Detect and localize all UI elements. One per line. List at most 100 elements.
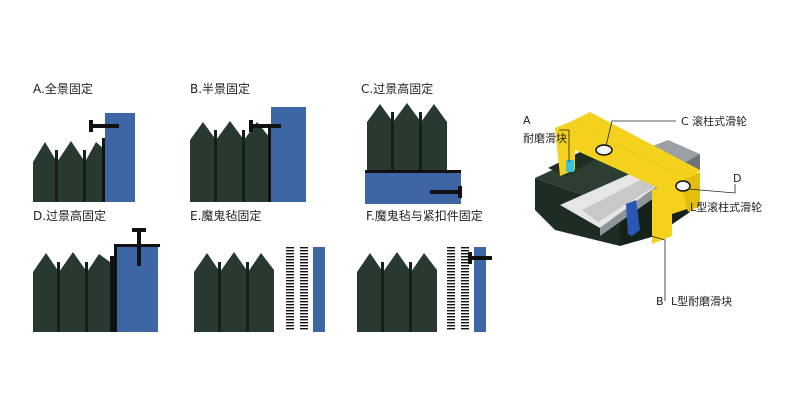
velcro-tooth [447, 286, 455, 288]
velcro-tooth [300, 310, 308, 312]
callout-b-text: L型耐磨滑块 [671, 294, 732, 308]
velcro-tooth [461, 322, 469, 324]
velcro-tooth [286, 259, 294, 261]
velcro-tooth [300, 268, 308, 270]
velcro-tooth [461, 250, 469, 252]
velcro-tooth [286, 283, 294, 285]
panel-e-label: E.魔鬼毡固定 [190, 208, 261, 223]
velcro-tooth [461, 313, 469, 315]
velcro-tooth [461, 298, 469, 300]
panel-f-blue-mount [474, 247, 486, 332]
velcro-tooth [447, 316, 455, 318]
velcro-tooth [447, 328, 455, 330]
velcro-tooth [447, 259, 455, 261]
velcro-tooth [286, 271, 294, 273]
velcro-tooth [447, 325, 455, 327]
velcro-tooth [447, 295, 455, 297]
panel-d-pleats [33, 252, 114, 332]
velcro-tooth [461, 265, 469, 267]
panel-f-loop-strip [461, 247, 469, 330]
velcro-tooth [286, 277, 294, 279]
velcro-tooth [286, 295, 294, 297]
panel-b-pleats [190, 121, 271, 202]
velcro-tooth [286, 304, 294, 306]
panel-e-hook-strip [286, 247, 294, 330]
velcro-tooth [447, 304, 455, 306]
velcro-tooth [447, 289, 455, 291]
velcro-tooth [300, 265, 308, 267]
callout-a-text: 耐磨滑块 [523, 132, 567, 145]
callout-c-text: C 滚柱式滑轮 [681, 114, 747, 128]
velcro-tooth [286, 250, 294, 252]
velcro-tooth [300, 307, 308, 309]
velcro-tooth [447, 268, 455, 270]
velcro-tooth [461, 301, 469, 303]
velcro-tooth [300, 316, 308, 318]
velcro-tooth [300, 292, 308, 294]
velcro-tooth [286, 310, 294, 312]
yellow-frame [555, 122, 690, 214]
velcro-tooth [447, 253, 455, 255]
velcro-tooth [300, 247, 308, 249]
velcro-tooth [286, 247, 294, 249]
callout-d-letter: D [733, 172, 741, 185]
velcro-tooth [286, 313, 294, 315]
velcro-tooth [461, 253, 469, 255]
panel-b: B.半景固定 [190, 81, 306, 202]
velcro-tooth [461, 274, 469, 276]
velcro-tooth [300, 325, 308, 327]
velcro-tooth [286, 292, 294, 294]
velcro-tooth [286, 316, 294, 318]
panel-e: E.魔鬼毡固定 [190, 208, 325, 332]
panel-d: D.过景高固定 [33, 208, 160, 332]
velcro-tooth [461, 280, 469, 282]
velcro-tooth [447, 265, 455, 267]
velcro-tooth [461, 286, 469, 288]
velcro-tooth [447, 310, 455, 312]
velcro-tooth [286, 289, 294, 291]
velcro-tooth [286, 268, 294, 270]
velcro-tooth [286, 280, 294, 282]
velcro-tooth [461, 310, 469, 312]
velcro-tooth [300, 256, 308, 258]
velcro-tooth [286, 319, 294, 321]
velcro-tooth [447, 298, 455, 300]
velcro-tooth [300, 301, 308, 303]
velcro-tooth [461, 247, 469, 249]
velcro-tooth [300, 313, 308, 315]
panel-d-bolt [132, 228, 146, 266]
velcro-tooth [447, 247, 455, 249]
velcro-tooth [300, 274, 308, 276]
velcro-tooth [461, 283, 469, 285]
velcro-tooth [300, 277, 308, 279]
velcro-tooth [286, 298, 294, 300]
velcro-tooth [286, 256, 294, 258]
panel-c-pleats [367, 103, 447, 172]
panel-f-label: F.魔鬼毡与紧扣件固定 [366, 208, 483, 223]
velcro-tooth [461, 262, 469, 264]
panel-c-blue-mount [365, 172, 461, 204]
velcro-tooth [461, 295, 469, 297]
velcro-tooth [300, 328, 308, 330]
velcro-tooth [286, 286, 294, 288]
velcro-tooth [300, 298, 308, 300]
velcro-tooth [300, 319, 308, 321]
velcro-tooth [300, 322, 308, 324]
velcro-tooth [461, 277, 469, 279]
panel-b-bolt [249, 120, 281, 132]
velcro-tooth [461, 268, 469, 270]
velcro-tooth [300, 262, 308, 264]
velcro-tooth [447, 262, 455, 264]
velcro-tooth [300, 259, 308, 261]
velcro-tooth [461, 328, 469, 330]
velcro-tooth [300, 253, 308, 255]
velcro-tooth [286, 328, 294, 330]
velcro-tooth [461, 271, 469, 273]
panel-c: C.过景高固定 [361, 81, 462, 204]
velcro-tooth [461, 325, 469, 327]
slider-assembly: A 耐磨滑块 C 滚柱式滑轮 D L型滚柱式滑轮 B L型耐磨滑块 [523, 112, 762, 308]
velcro-tooth [447, 319, 455, 321]
velcro-tooth [447, 322, 455, 324]
panel-f-hook-strip [447, 247, 455, 330]
